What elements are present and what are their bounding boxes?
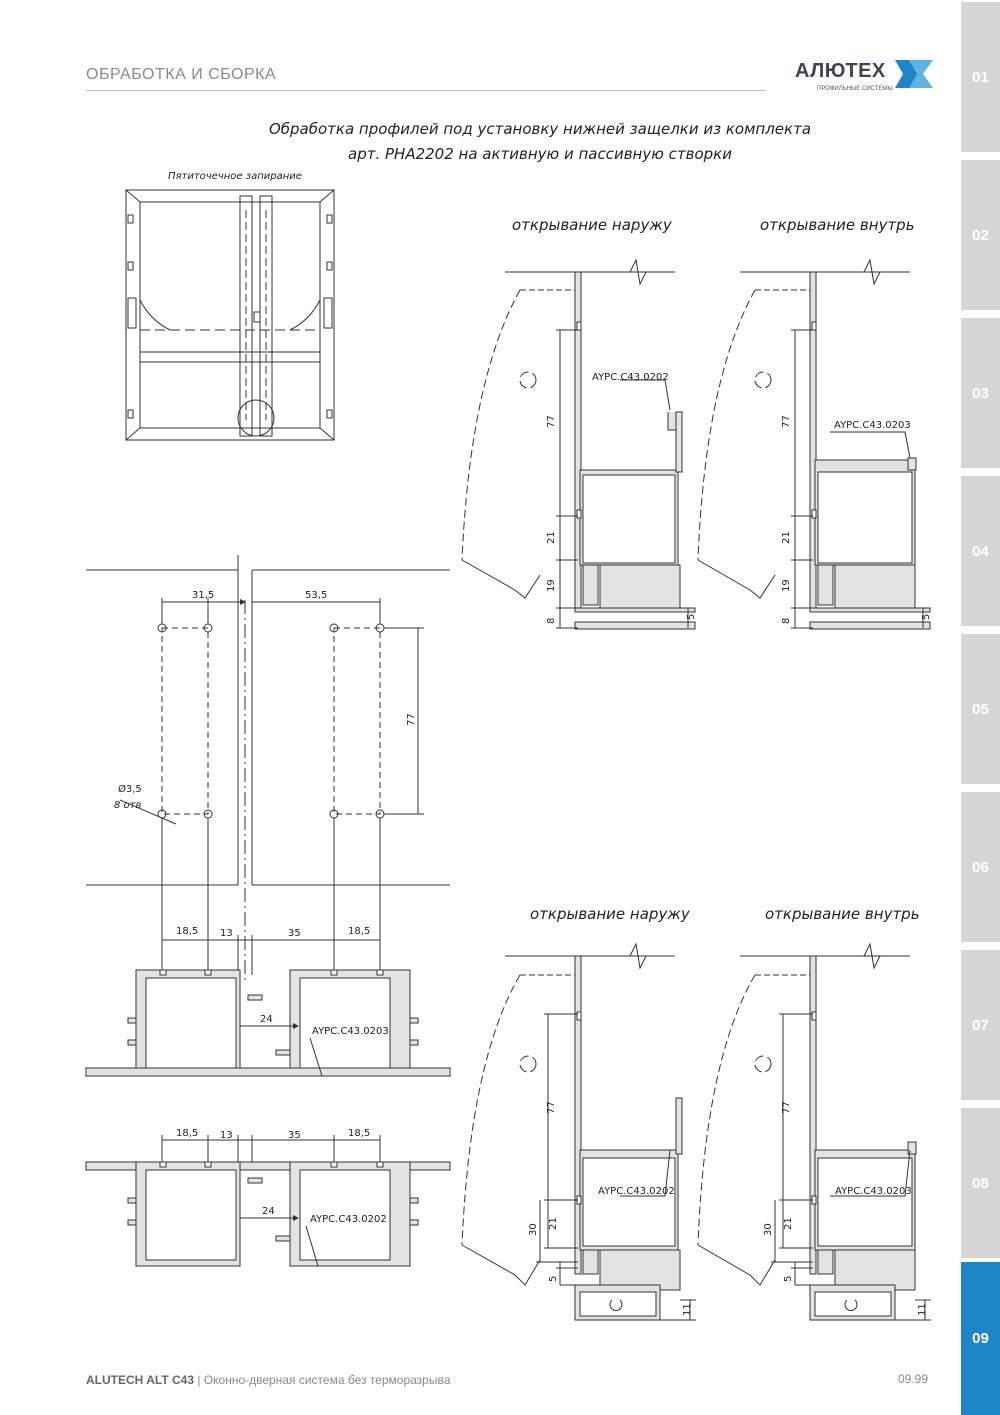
top-inward-dim-19: 19 — [781, 579, 792, 592]
top-outward-dim-21: 21 — [546, 531, 557, 544]
bottom-view-inward: открывание внутрь — [697, 905, 931, 1321]
bottom-inward-dim-30: 30 — [763, 1223, 774, 1236]
bottom-inward-dim-77: 77 — [781, 1101, 792, 1114]
top-inward-dim-8: 8 — [781, 618, 792, 624]
hole-diameter: Ø3,5 — [118, 783, 142, 795]
bottom-outward-profile: AYPC.C43.0202 — [598, 1186, 675, 1197]
technical-drawing: Пятиточечное запирание открывание наружу — [85, 171, 932, 1321]
tab-09[interactable]: 09 — [961, 1262, 1000, 1415]
tab-07[interactable]: 07 — [961, 950, 1000, 1100]
section-upper: 18,5 13 35 18,5 24 AYPC.C43.0203 — [85, 926, 451, 1077]
footer-separator: | — [194, 1373, 204, 1387]
section-title: ОБРАБОТКА И СБОРКА — [86, 66, 277, 83]
top-view-inward: открывание внутрь 77 — [697, 216, 932, 630]
top-outward-dim-19: 19 — [546, 579, 557, 592]
tab-04[interactable]: 04 — [961, 476, 1000, 626]
bottom-outward-label: открывание наружу — [530, 905, 691, 923]
lower-dim-18-5-b: 18,5 — [348, 1128, 370, 1139]
bottom-inward-dim-11: 11 — [917, 1303, 928, 1316]
brand-logo: АЛЮТЕХ ПРОФИЛЬНЫЕ СИСТЕМЫ — [795, 58, 935, 98]
top-inward-profile: AYPC.C43.0203 — [834, 420, 911, 431]
bottom-outward-dim-5: 5 — [548, 1276, 559, 1282]
bottom-outward-dim-21: 21 — [548, 1217, 559, 1230]
door-overview: Пятиточечное запирание — [125, 171, 335, 441]
lower-dim-18-5-a: 18,5 — [176, 1128, 198, 1139]
top-outward-dim-5: 5 — [686, 614, 697, 620]
logo-text: АЛЮТЕХ — [795, 60, 886, 82]
top-outward-label: открывание наружу — [512, 216, 673, 234]
top-inward-dim-21: 21 — [781, 531, 792, 544]
drawing-title-line-1: Обработка профилей под установку нижней … — [268, 120, 812, 138]
top-inward-dim-5: 5 — [921, 614, 932, 620]
tab-06[interactable]: 06 — [961, 792, 1000, 942]
upper-dim-18-5-b: 18,5 — [348, 926, 370, 937]
bottom-inward-label: открывание внутрь — [765, 905, 920, 923]
logo-mark-icon — [895, 60, 933, 88]
upper-profile: AYPC.C43.0203 — [312, 1026, 389, 1037]
section-lower: 18,5 13 35 18,5 24 AYPC.C43.0202 — [85, 1128, 451, 1267]
bottom-inward-profile: AYPC.C43.0203 — [835, 1186, 912, 1197]
footer-description: Оконно-дверная система без терморазрыва — [203, 1373, 451, 1387]
bottom-outward-dim-11: 11 — [682, 1303, 693, 1316]
tab-02[interactable]: 02 — [961, 160, 1000, 310]
upper-dim-35: 35 — [288, 928, 301, 939]
bottom-inward-dim-5: 5 — [783, 1276, 794, 1282]
tab-01[interactable]: 01 — [961, 2, 1000, 152]
tab-08[interactable]: 08 — [961, 1108, 1000, 1258]
lower-dim-13: 13 — [220, 1130, 233, 1141]
chapter-tabs: 01 02 03 04 05 06 07 08 09 — [961, 0, 1000, 1415]
lower-profile: AYPC.C43.0202 — [310, 1214, 387, 1225]
upper-gap-24: 24 — [260, 1014, 273, 1025]
footer: ALUTECH ALT C43 | Оконно-дверная система… — [86, 1373, 450, 1387]
top-outward-dim-8: 8 — [546, 618, 557, 624]
drawing-title-line-2: арт. PHA2202 на активную и пассивную ств… — [348, 145, 732, 163]
top-inward-label: открывание внутрь — [760, 216, 915, 234]
lower-gap-24: 24 — [262, 1206, 275, 1217]
upper-dim-13: 13 — [220, 928, 233, 939]
bottom-outward-dim-77: 77 — [546, 1101, 557, 1114]
top-view-outward: открывание наружу — [461, 216, 697, 630]
bottom-inward-dim-21: 21 — [783, 1217, 794, 1230]
tab-03[interactable]: 03 — [961, 318, 1000, 468]
hole-layout: 31,5 53,5 77 Ø3,5 8 отв — [86, 555, 450, 980]
dim-31-5: 31,5 — [192, 590, 214, 601]
upper-dim-18-5-a: 18,5 — [176, 926, 198, 937]
footer-brand: ALUTECH ALT C43 — [86, 1373, 194, 1387]
hole-count: 8 отв — [114, 800, 141, 811]
bottom-outward-dim-30: 30 — [528, 1223, 539, 1236]
top-outward-profile: AYPC.C43.0202 — [592, 372, 669, 383]
header-divider — [86, 90, 766, 91]
dim-53-5: 53,5 — [305, 590, 327, 601]
top-outward-dim-77: 77 — [546, 415, 557, 428]
logo-subtitle: ПРОФИЛЬНЫЕ СИСТЕМЫ — [817, 86, 893, 92]
page-number: 09.99 — [898, 1372, 929, 1386]
tab-05[interactable]: 05 — [961, 634, 1000, 784]
lower-dim-35: 35 — [288, 1130, 301, 1141]
overview-caption: Пятиточечное запирание — [168, 171, 302, 182]
dim-77-vertical: 77 — [406, 713, 417, 726]
top-inward-dim-77: 77 — [781, 415, 792, 428]
bottom-view-outward: открывание наружу — [461, 905, 696, 1321]
